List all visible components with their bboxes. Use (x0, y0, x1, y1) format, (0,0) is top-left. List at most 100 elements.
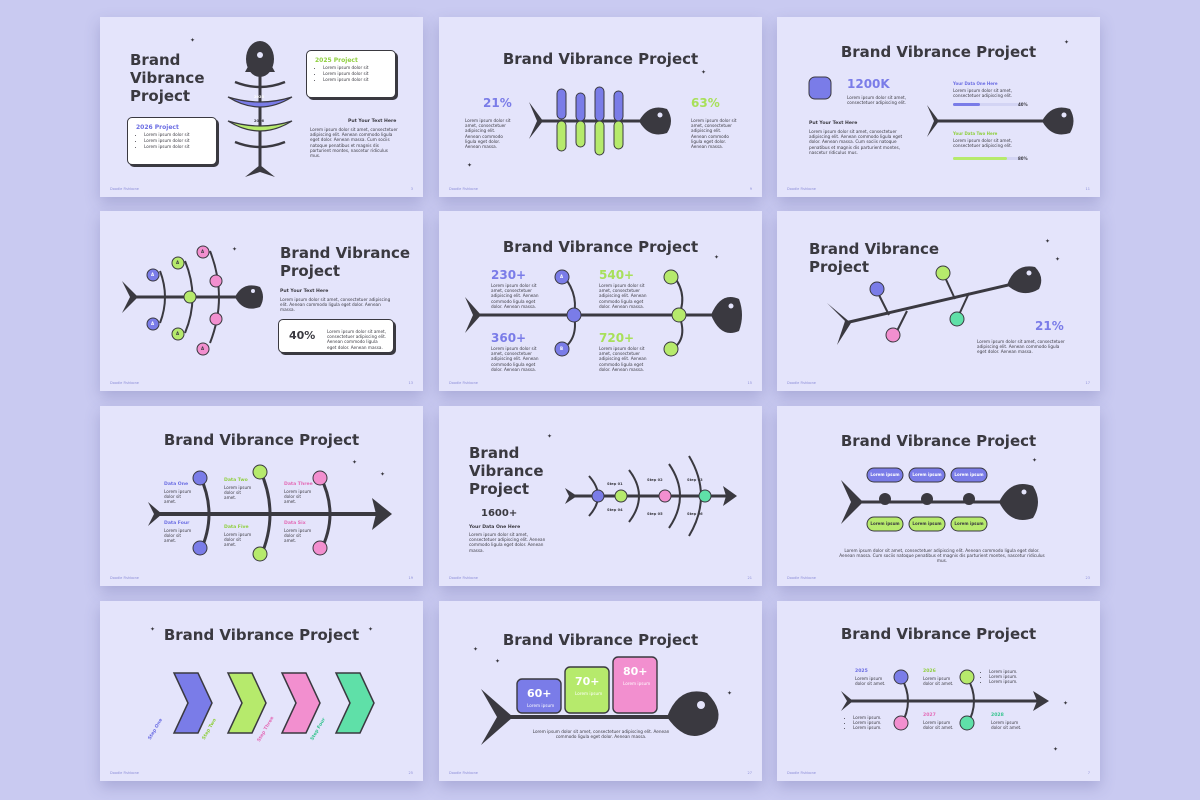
bullet: Lorem ipsum dolor sit (323, 65, 369, 71)
project-2026-heading: 2026 Project (136, 124, 179, 131)
bullets-bottom-left: Lorem ipsum. Lorem ipsum. Lorem ipsum. (847, 715, 882, 731)
footer-brand: Doodle Fishbone (449, 576, 478, 580)
stat-230: 230+ (491, 268, 527, 282)
body-paragraph: Lorem ipsum dolor sit amet, consectetuer… (839, 548, 1045, 564)
data-two-text: Lorem ipsum dolor sit amet, consectetuer… (953, 138, 1013, 149)
footer-brand: Doodle Fishbone (110, 576, 139, 580)
bone-label-2026: 2026 (254, 119, 265, 123)
slide-1-vertical-fishbone[interactable]: ✦ Brand Vibrance Project 2025 Project Lo… (100, 17, 423, 197)
footer-brand: Doodle Fishbone (110, 381, 139, 385)
footer-brand: Doodle Fishbone (449, 771, 478, 775)
stat-360: 360+ (491, 331, 527, 345)
slide-7-title: Brand Vibrance Project (163, 431, 360, 449)
slide-5-title: Brand Vibrance Project (502, 238, 699, 256)
bullet: Lorem ipsum. (989, 679, 1018, 684)
svg-text:✦: ✦ (547, 433, 552, 440)
bullet: Lorem ipsum dolor sit (323, 77, 369, 83)
stat-right: 63% (691, 96, 720, 110)
svg-text:✦: ✦ (1063, 700, 1068, 707)
year-2026: 2026 (923, 669, 936, 674)
page-number: 9 (749, 187, 752, 191)
percent-card: 40% Lorem ipsum dolor sit amet, consecte… (278, 319, 394, 353)
year-2028-text: Lorem ipsum dolor sit amet. (991, 720, 1022, 731)
block-value-80: 80+ (623, 665, 648, 678)
svg-text:✦: ✦ (473, 646, 478, 653)
svg-text:✦: ✦ (495, 658, 500, 665)
svg-text:✦: ✦ (1064, 39, 1069, 46)
data-two-percent: 80% (1018, 156, 1028, 161)
block-sub-60: Lorem ipsum (527, 703, 555, 708)
slide-8-title-line1: Brand (469, 444, 520, 462)
percent-caption: Lorem ipsum dolor sit amet, consectetuer… (327, 329, 387, 350)
page-number: 3 (410, 187, 413, 191)
slide-4-node-fish[interactable]: ✦ A A A A A A Brand Vibrance Project Put… (100, 211, 423, 391)
slide-11-title: Brand Vibrance Project (502, 631, 699, 649)
diagonal-fish-illustration: ✦ ✦ (827, 238, 1060, 345)
node-letter: A (151, 272, 155, 277)
data-three-text: Lorem ipsum dolor sit amet. (284, 489, 312, 505)
stat-540-text: Lorem ipsum dolor sit amet, consectetuer… (599, 283, 647, 309)
bullets-top-right: Lorem ipsum. Lorem ipsum. Lorem ipsum. (983, 669, 1018, 685)
node-letter-a: A (560, 274, 564, 279)
page-number: 13 (408, 381, 413, 385)
data-three-label: Data Three (284, 482, 313, 487)
body-left: Lorem ipsum dolor sit amet, consectetuer… (465, 118, 511, 150)
step-02-label: Step 02 (647, 478, 663, 482)
data-four-text: Lorem ipsum dolor sit amet. (164, 528, 192, 544)
slide-6-diagonal-fish[interactable]: ✦ ✦ Brand Vibrance Project 21% Lorem ips… (777, 211, 1100, 391)
node-letter: A (201, 249, 205, 254)
vertical-fish-illustration: ✦ (190, 37, 293, 177)
slide-10-chevron-fish[interactable]: ✦ ✦ Brand Vibrance Project Step One Step… (100, 601, 423, 781)
footer-brand: Doodle Fishbone (787, 771, 816, 775)
pill-fish-illustration: ✦ (841, 457, 1038, 532)
body-paragraph: Lorem ipsum dolor sit amet, consectetuer… (809, 129, 903, 155)
footer-brand: Doodle Fishbone (787, 576, 816, 580)
slide-5-stats-fish[interactable]: ✦ A B Brand Vibrance Project 230+ Lorem … (439, 211, 762, 391)
slide-9-title: Brand Vibrance Project (840, 432, 1037, 450)
node-letter: A (176, 260, 180, 265)
body-paragraph: Lorem ipsum dolor sit amet, consectetuer… (532, 729, 670, 740)
footer-brand: Doodle Fishbone (110, 771, 139, 775)
block-sub-70: Lorem ipsum (575, 691, 603, 696)
svg-text:✦: ✦ (190, 37, 195, 44)
bullet: Lorem ipsum. (853, 725, 882, 730)
project-2025-card: 2025 Project Lorem ipsum dolor sit Lorem… (306, 50, 396, 98)
slide-11-blocks-fish[interactable]: ✦ ✦ ✦ Brand Vibrance Project 60+ Lorem i… (439, 601, 762, 781)
slide-3-progress-fish[interactable]: ✦ Brand Vibrance Project 1200K Lorem ips… (777, 17, 1100, 197)
pill-label: Lorem ipsum (912, 472, 942, 477)
percent-value: 40% (289, 329, 316, 342)
slide-9-pill-fish[interactable]: ✦ Brand Vibrance Project Lorem ipsum Lor… (777, 406, 1100, 586)
project-2025-bullets: Lorem ipsum dolor sit Lorem ipsum dolor … (315, 65, 369, 83)
progress-fish-illustration: ✦ (808, 39, 1074, 160)
project-2026-bullets: Lorem ipsum dolor sit Lorem ipsum dolor … (136, 132, 190, 150)
svg-text:✦: ✦ (727, 690, 732, 697)
block-value-70: 70+ (575, 675, 600, 688)
bullet: Lorem ipsum. (853, 720, 882, 725)
footer-brand: Doodle Fishbone (110, 187, 139, 191)
pill-label: Lorem ipsum (954, 472, 984, 477)
svg-text:✦: ✦ (352, 459, 357, 466)
stat-1200k: 1200K (847, 77, 890, 91)
slide-2-bars-fish[interactable]: ✦ ✦ Brand Vibrance Project 21% 63% Lorem… (439, 17, 762, 197)
svg-text:✦: ✦ (467, 162, 472, 169)
footer-brand: Doodle Fishbone (787, 187, 816, 191)
svg-text:✦: ✦ (1055, 256, 1060, 263)
page-number: 7 (1087, 771, 1090, 775)
step-05-label: Step 05 (647, 512, 663, 516)
chevron-fish-illustration: ✦ ✦ (150, 626, 375, 734)
stat-21: 21% (1035, 319, 1064, 333)
data-one-label: Your Data One Here (953, 81, 998, 86)
slide-7-arrow-fish[interactable]: ✦ ✦ Brand Vibrance Project Data One Lore… (100, 406, 423, 586)
slide-12-timeline-fish[interactable]: ✦ ✦ Brand Vibrance Project 2025 Lorem ip… (777, 601, 1100, 781)
pill-label: Lorem ipsum (870, 521, 900, 526)
footer-brand: Doodle Fishbone (787, 381, 816, 385)
year-2028: 2028 (991, 713, 1004, 718)
data-five-label: Data Five (224, 525, 249, 530)
slide-1-title-line1: Brand (130, 51, 181, 69)
slide-8-step-fish[interactable]: ✦ Brand Vibrance Project 1600+ Your Data… (439, 406, 762, 586)
bullet: Lorem ipsum. (853, 715, 882, 720)
data-two-text: Lorem ipsum dolor sit amet. (224, 485, 252, 501)
blocks-fish-illustration: ✦ ✦ ✦ (473, 646, 732, 745)
svg-text:✦: ✦ (232, 246, 237, 253)
year-2027: 2027 (923, 713, 936, 718)
